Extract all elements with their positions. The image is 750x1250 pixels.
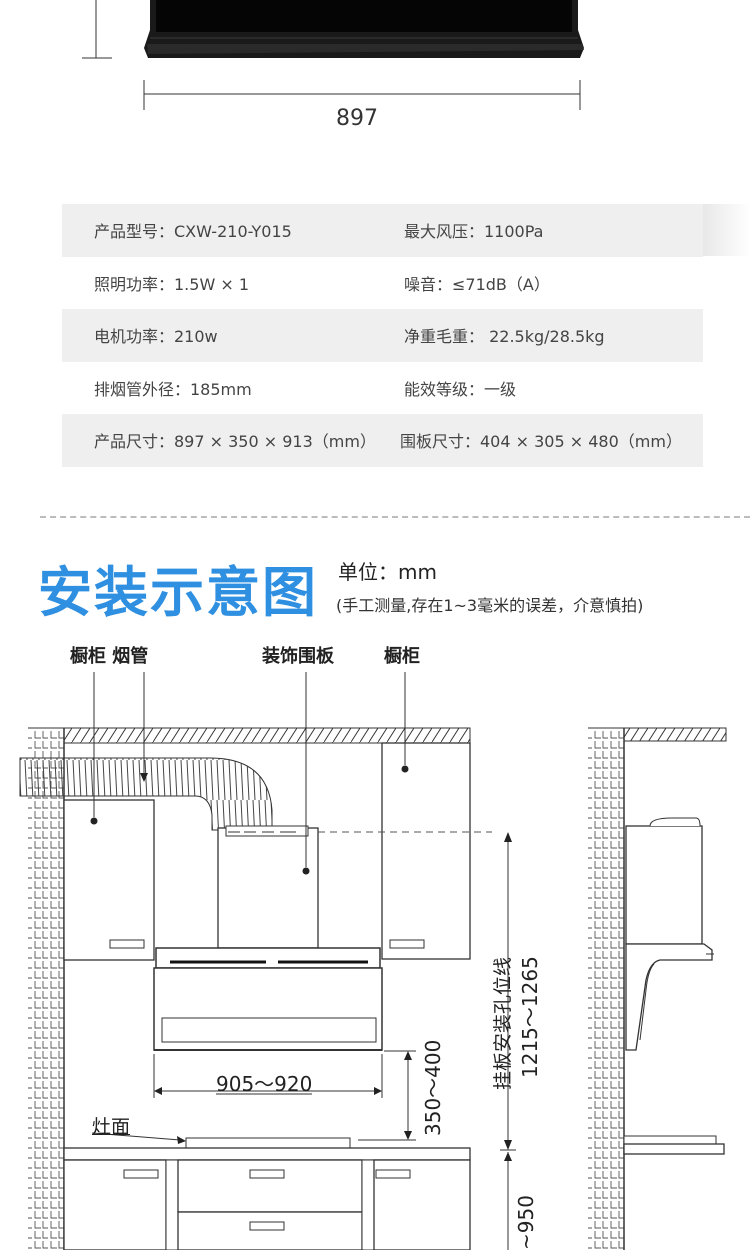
spec-table: 产品型号：CXW-210-Y015 最大风压：1100Pa 照明功率：1.5W … bbox=[62, 204, 703, 467]
spec-row: 电机功率：210w 净重毛重： 22.5kg/28.5kg bbox=[62, 309, 703, 362]
dim-stove-gap: 350～400 bbox=[421, 1039, 445, 1136]
spec-row: 排烟管外径：185mm 能效等级：一级 bbox=[62, 362, 703, 415]
spec-noise: 噪音：≤71dB（A） bbox=[404, 274, 550, 294]
spec-row: 照明功率：1.5W × 1 噪音：≤71dB（A） bbox=[62, 257, 703, 310]
dim-counter-height: ~950 bbox=[514, 1195, 538, 1250]
spec-product-size: 产品尺寸：897 × 350 × 913（mm） bbox=[94, 432, 376, 452]
spec-energy-grade: 能效等级：一级 bbox=[404, 379, 517, 399]
unit-label: 单位：mm bbox=[338, 560, 437, 584]
exhaust-duct bbox=[19, 757, 273, 831]
spec-duct-diameter: 排烟管外径：185mm bbox=[94, 379, 252, 399]
callout-stove-surface: 灶面 bbox=[92, 1116, 131, 1138]
dim-mount-range: 1215～1265 bbox=[518, 956, 542, 1078]
spec-row: 产品尺寸：897 × 350 × 913（mm） 围板尺寸：404 × 305 … bbox=[62, 414, 703, 467]
dim-hood-width: 905～920 bbox=[216, 1072, 313, 1096]
callout-decor-panel: 装饰围板 bbox=[262, 646, 334, 667]
measurement-note: (手工测量,存在1~3毫米的误差，介意慎拍) bbox=[336, 596, 644, 615]
spec-motor-power: 电机功率：210w bbox=[94, 327, 218, 347]
spec-light-power: 照明功率：1.5W × 1 bbox=[94, 274, 250, 294]
spec-table-shadow bbox=[703, 204, 750, 256]
spec-panel-size: 围板尺寸：404 × 305 × 480（mm） bbox=[400, 432, 682, 452]
section-divider bbox=[40, 516, 750, 518]
spec-max-pressure: 最大风压：1100Pa bbox=[404, 222, 544, 242]
product-width-label: 897 bbox=[336, 106, 378, 131]
callout-cabinet-duct: 橱柜 烟管 bbox=[70, 646, 149, 667]
spec-row: 产品型号：CXW-210-Y015 最大风压：1100Pa bbox=[62, 204, 703, 257]
hood-front-figure bbox=[82, 0, 584, 110]
install-title: 安装示意图 bbox=[38, 561, 318, 624]
callout-cabinet: 橱柜 bbox=[384, 646, 420, 667]
spec-weight: 净重毛重： 22.5kg/28.5kg bbox=[404, 327, 605, 347]
dim-mount-line: 挂板安装孔位线 bbox=[492, 956, 514, 1090]
spec-model: 产品型号：CXW-210-Y015 bbox=[94, 222, 292, 242]
